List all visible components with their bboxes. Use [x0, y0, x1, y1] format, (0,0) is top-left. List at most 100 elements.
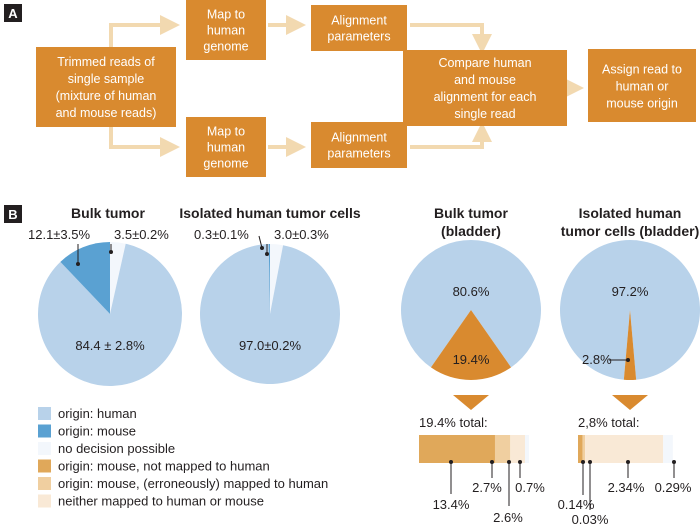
- bar-1-seg1-dot: [449, 460, 453, 464]
- bar-2-total-label: 2,8% total:: [578, 415, 639, 430]
- bar-1-seg3-dot: [507, 460, 511, 464]
- alignment-bottom-box: [311, 122, 407, 168]
- panel-b-label: B: [8, 207, 17, 222]
- pie-isolated-cells: [199, 244, 340, 385]
- pie-3-title-line2: (bladder): [441, 223, 501, 239]
- pie-4-title-line1: Isolated human: [579, 205, 682, 221]
- compare-text: Compare human and mouse alignment for each…: [434, 56, 537, 121]
- box-text-line: alignment for each: [434, 90, 537, 104]
- box-text-line: single read: [454, 107, 515, 121]
- bar-segment-mouse-mapped: [494, 435, 511, 463]
- legend-swatch-no-decision: [38, 442, 51, 455]
- alignment-top-box: [311, 5, 407, 51]
- box-text-line: Compare human: [438, 56, 531, 70]
- bar-1-seg2-dot: [490, 460, 494, 464]
- bar-1-seg4-label: 0.7%: [515, 480, 545, 495]
- assign-box: [588, 49, 696, 122]
- pie-1-no-decision-label: 3.5±0.2%: [114, 227, 169, 242]
- input-reads-box: [36, 47, 176, 127]
- legend-swatch-mouse-not-mapped: [38, 459, 51, 473]
- pie-slice-human: [401, 239, 541, 368]
- legend-swatch-human: [38, 407, 51, 420]
- alignment-bottom-text: Alignment parameters: [327, 131, 390, 161]
- pie-2-mouse-dot: [260, 246, 264, 250]
- panel-b: B Bulk tumor Isolated human tumor cells …: [4, 205, 700, 526]
- pie-3-title-line1: Bulk tumor: [434, 205, 508, 221]
- bar-segment-neither: [585, 435, 664, 463]
- bar-segment-mouse-mapped: [582, 435, 586, 463]
- pie-bulk-tumor-bladder: [401, 239, 541, 380]
- box-text-line: human or: [616, 80, 669, 94]
- arrow-align-top-to-compare: [410, 23, 492, 54]
- bar-2-seg4-label: 0.29%: [655, 480, 692, 495]
- box-text-line: parameters: [327, 147, 390, 161]
- arrow-input-to-map-bottom: [109, 125, 180, 157]
- pie-2-no-decision-dot: [265, 252, 269, 256]
- pie-1-title: Bulk tumor: [71, 205, 145, 221]
- box-text-line: Assign read to: [602, 63, 682, 77]
- bar-segment-no-decision: [663, 435, 673, 463]
- bar-segment-mouse-not-mapped: [578, 435, 583, 463]
- legend-label-mouse-not-mapped: origin: mouse, not mapped to human: [58, 459, 270, 474]
- box-text-line: Alignment: [331, 14, 387, 28]
- box-text-line: single sample: [68, 72, 144, 86]
- bar-segment-neither: [510, 435, 526, 463]
- assign-text: Assign read to human or mouse origin: [602, 63, 682, 111]
- box-text-line: Trimmed reads of: [57, 55, 155, 69]
- pie-3-down-arrow: [453, 395, 489, 410]
- pie-3-mouse-label: 19.4%: [453, 352, 490, 367]
- bar-2-seg3-dot: [626, 460, 630, 464]
- pie-slice-human: [560, 240, 700, 380]
- panel-a-label: A: [8, 6, 18, 21]
- pie-slice-mouse: [60, 242, 110, 314]
- bar-bladder-isolated: [578, 435, 673, 463]
- bar-1-seg4-dot: [518, 460, 522, 464]
- pie-slice-human: [38, 243, 183, 386]
- map-bottom-box: [186, 117, 266, 177]
- bar-1-seg1-label: 13.4%: [433, 497, 470, 512]
- pie-4-mouse-dot: [626, 358, 630, 362]
- pie-slice-no-decision: [270, 244, 284, 314]
- pie-isolated-cells-bladder: [560, 240, 700, 380]
- pie-slice-no-decision: [110, 242, 126, 314]
- box-text-line: mouse origin: [606, 97, 678, 111]
- map-top-box: [186, 0, 266, 60]
- pie-4-title-line2: tumor cells (bladder): [561, 223, 699, 239]
- legend-label-no-decision: no decision possible: [58, 441, 175, 456]
- arrow-align-bottom-to-compare: [410, 122, 492, 149]
- pie-slice-human: [199, 244, 340, 385]
- box-text-line: (mixture of human: [56, 89, 157, 103]
- pie-2-no-decision-label: 3.0±0.3%: [274, 227, 329, 242]
- box-text-line: genome: [203, 157, 248, 171]
- bar-1-total-label: 19.4% total:: [419, 415, 488, 430]
- bar-2-seg1-dot: [581, 460, 585, 464]
- bar-2-seg1-label: 0.14%: [558, 497, 595, 512]
- legend-label-human: origin: human: [58, 406, 137, 421]
- bar-segment-mouse-not-mapped: [419, 435, 495, 463]
- box-text-line: human: [207, 24, 245, 38]
- legend-label-neither: neither mapped to human or mouse: [58, 494, 264, 509]
- box-text-line: human: [207, 141, 245, 155]
- pie-3-human-label: 80.6%: [453, 284, 490, 299]
- panel-a-label-bg: [4, 4, 22, 22]
- pie-4-mouse-label: 2.8%: [582, 352, 612, 367]
- box-text-line: Alignment: [331, 131, 387, 145]
- bar-1-seg2-label: 2.7%: [472, 480, 502, 495]
- legend-label-mouse-mapped: origin: mouse, (erroneously) mapped to h…: [58, 476, 328, 491]
- pie-1-mouse-dot: [76, 262, 80, 266]
- arrow-input-to-map-top: [109, 15, 180, 50]
- box-text-line: parameters: [327, 30, 390, 44]
- compare-box: [403, 50, 567, 126]
- legend-label-mouse: origin: mouse: [58, 424, 136, 439]
- pie-slice-mouse: [430, 310, 512, 380]
- pie-2-human-label: 97.0±0.2%: [239, 338, 302, 353]
- bar-2-seg3-label: 2.34%: [608, 480, 645, 495]
- pie-1-mouse-label: 12.1±3.5%: [28, 227, 91, 242]
- pie-slice-mouse: [268, 244, 270, 314]
- pie-4-human-label: 97.2%: [612, 284, 649, 299]
- box-text-line: and mouse: [454, 73, 516, 87]
- bar-bladder-bulk: [419, 435, 529, 463]
